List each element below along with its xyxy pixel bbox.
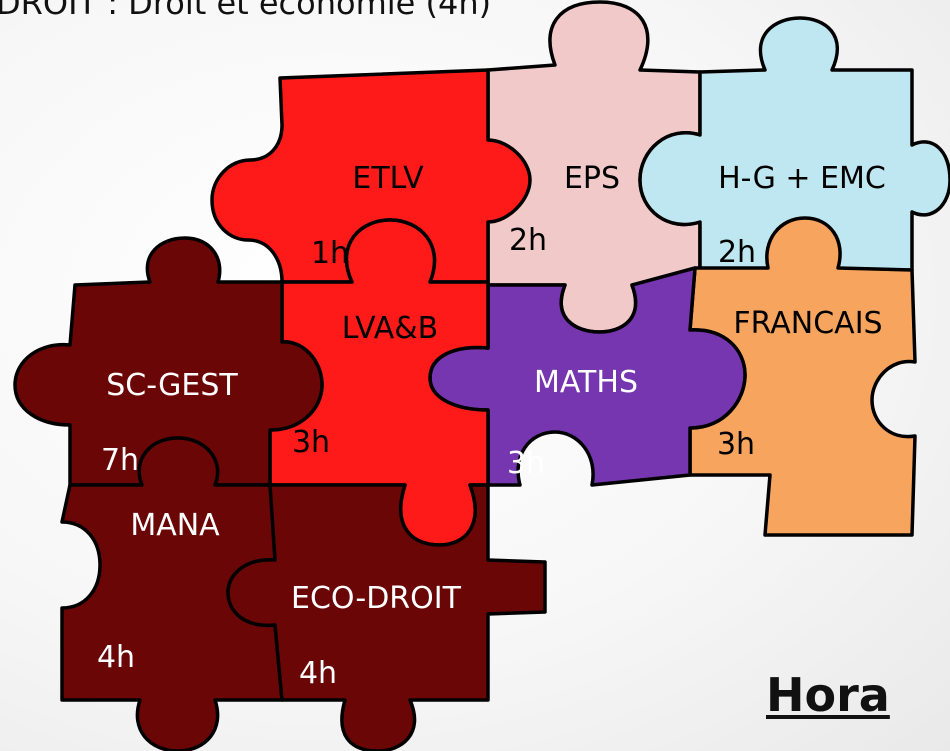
piece-labels: ETLV 1h EPS 2h H-G + EMC 2h LVA&B 3h MAT… [97, 161, 886, 691]
schedule-title: Hora [766, 668, 890, 722]
label-maths-hours: 3h [507, 446, 545, 481]
subject-caption: DROIT : Droit et économie (4h) [0, 0, 492, 22]
label-hg-emc-hours: 2h [718, 235, 756, 270]
label-eps-name: EPS [564, 161, 620, 196]
label-maths-name: MATHS [534, 365, 638, 400]
label-francais-hours: 3h [717, 427, 755, 462]
label-sc-gest-hours: 7h [101, 443, 139, 478]
label-etlv-name: ETLV [352, 161, 424, 196]
label-mana-hours: 4h [97, 640, 135, 675]
label-lvab-hours: 3h [292, 425, 330, 460]
label-francais-name: FRANCAIS [733, 306, 882, 341]
piece-eco-droit [226, 483, 547, 751]
label-eco-droit-hours: 4h [299, 656, 337, 691]
label-sc-gest-name: SC-GEST [106, 368, 238, 403]
label-lvab-name: LVA&B [342, 311, 439, 346]
label-eco-droit-name: ECO-DROIT [291, 581, 462, 616]
label-mana-name: MANA [130, 508, 220, 543]
label-hg-emc-name: H-G + EMC [718, 161, 886, 196]
label-eps-hours: 2h [509, 223, 547, 258]
label-etlv-hours: 1h [311, 236, 349, 271]
